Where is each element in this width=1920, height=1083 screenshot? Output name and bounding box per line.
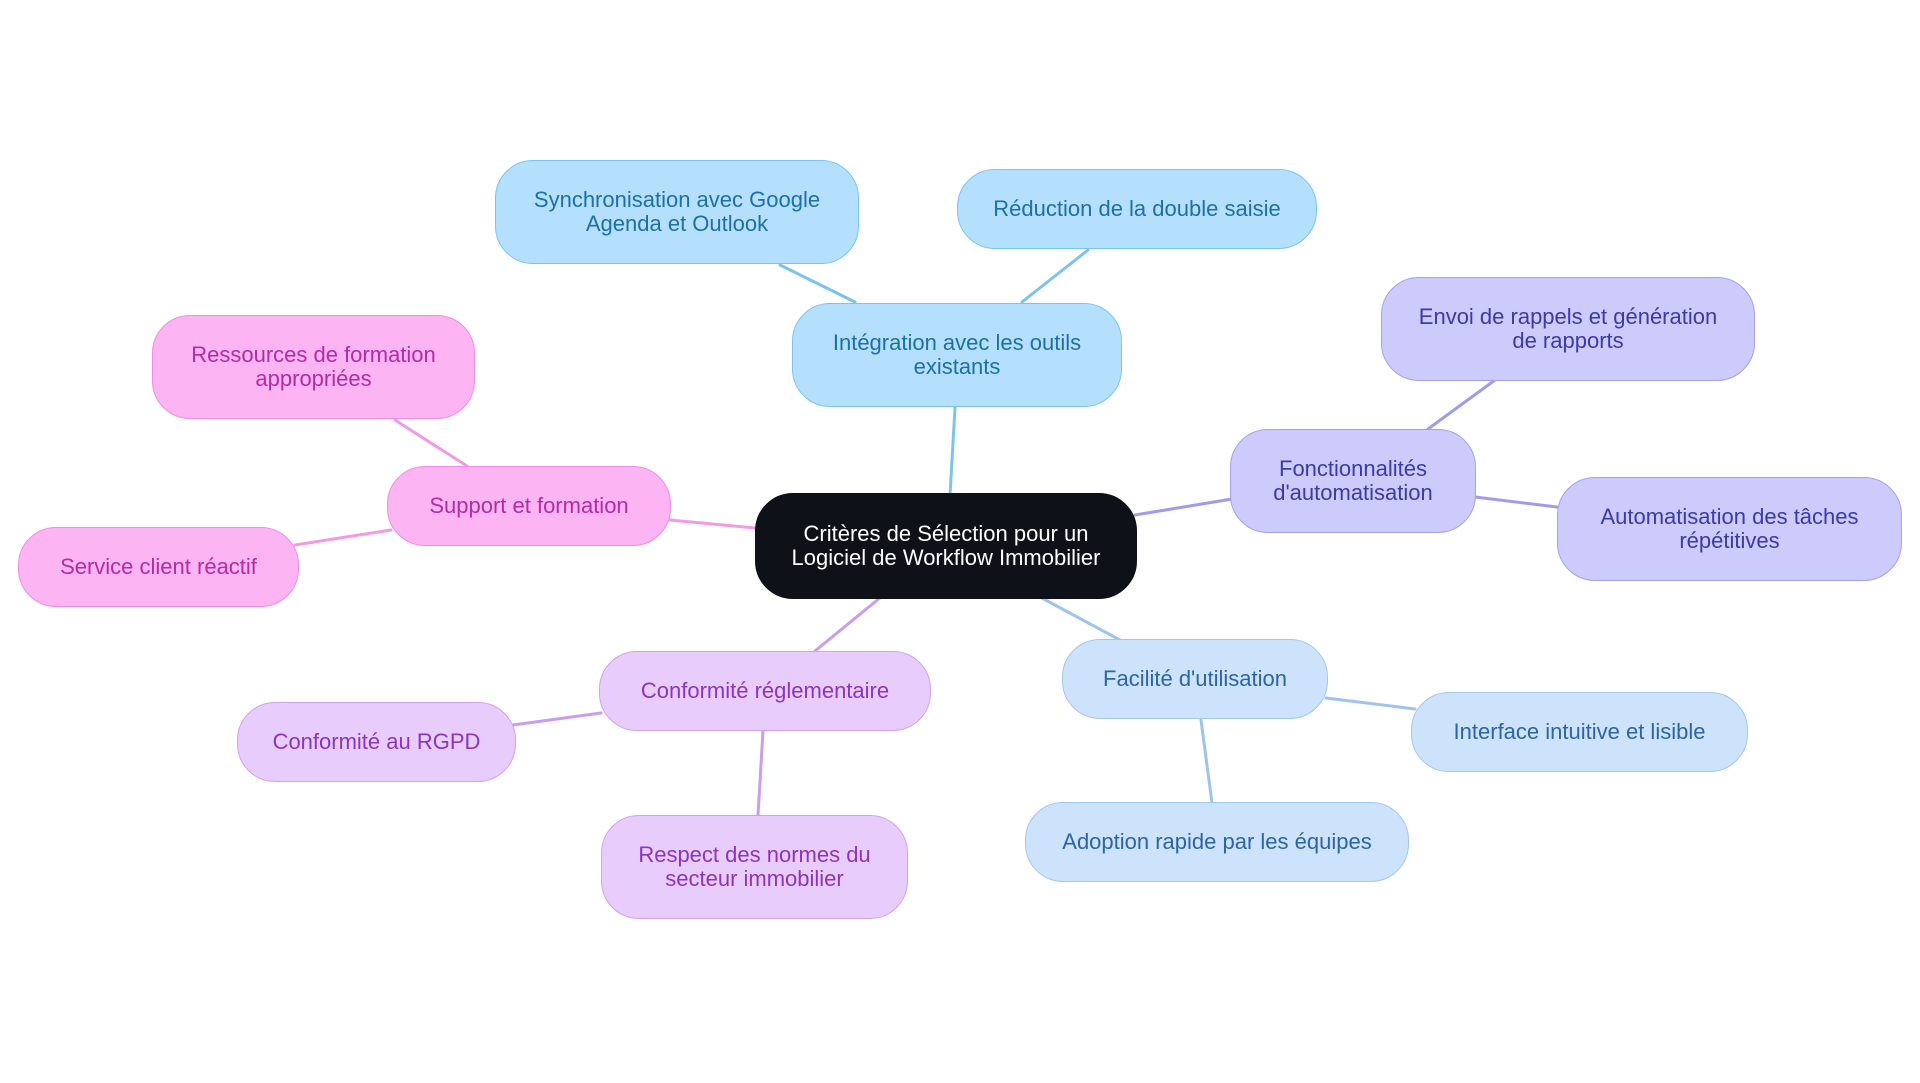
node-ressources-formation-label: Ressources de formation appropriées <box>191 342 436 391</box>
node-adoption-rapide-label: Adoption rapide par les équipes <box>1062 829 1372 854</box>
node-sync-agenda[interactable]: Synchronisation avec Google Agenda et Ou… <box>495 160 859 264</box>
edge-center-automation <box>1133 497 1234 517</box>
node-usability-label: Facilité d'utilisation <box>1103 666 1287 691</box>
node-compliance[interactable]: Conformité réglementaire <box>599 651 931 731</box>
node-double-saisie-label: Réduction de la double saisie <box>993 196 1281 221</box>
node-automation[interactable]: Fonctionnalités d'automatisation <box>1230 429 1476 533</box>
edge-compliance-rgpd <box>511 711 603 727</box>
node-rappels-rapports-label: Envoi de rappels et génération de rappor… <box>1418 304 1718 353</box>
edge-support-ressources <box>393 418 469 468</box>
node-service-client-label: Service client réactif <box>60 554 257 579</box>
edge-support-service <box>293 528 393 547</box>
edge-integration-sync <box>778 263 857 304</box>
node-integration-label: Intégration avec les outils existants <box>832 330 1082 379</box>
edge-center-compliance <box>813 595 883 653</box>
node-support-label: Support et formation <box>429 493 629 518</box>
node-adoption-rapide[interactable]: Adoption rapide par les équipes <box>1025 802 1409 882</box>
node-compliance-label: Conformité réglementaire <box>640 678 890 703</box>
node-taches-repetitives[interactable]: Automatisation des tâches répétitives <box>1557 477 1902 581</box>
node-double-saisie[interactable]: Réduction de la double saisie <box>957 169 1317 249</box>
node-interface-intuitive[interactable]: Interface intuitive et lisible <box>1411 692 1748 772</box>
node-ressources-formation[interactable]: Ressources de formation appropriées <box>152 315 475 419</box>
node-sync-agenda-label: Synchronisation avec Google Agenda et Ou… <box>533 187 821 236</box>
node-automation-label: Fonctionnalités d'automatisation <box>1273 456 1433 505</box>
edge-compliance-normes <box>756 729 765 817</box>
node-normes-secteur[interactable]: Respect des normes du secteur immobilier <box>601 815 908 919</box>
node-service-client[interactable]: Service client réactif <box>18 527 299 607</box>
edge-usability-interface <box>1324 696 1417 711</box>
node-integration[interactable]: Intégration avec les outils existants <box>792 303 1122 407</box>
central-node-label: Critères de Sélection pour un Logiciel d… <box>791 521 1101 570</box>
node-rgpd-label: Conformité au RGPD <box>272 729 481 754</box>
edge-automation-taches <box>1473 495 1559 509</box>
node-taches-repetitives-label: Automatisation des tâches répétitives <box>1600 504 1859 553</box>
node-support[interactable]: Support et formation <box>387 466 671 546</box>
central-node[interactable]: Critères de Sélection pour un Logiciel d… <box>755 493 1137 599</box>
edge-center-usability <box>1038 595 1122 642</box>
edge-center-support <box>668 518 757 530</box>
node-usability[interactable]: Facilité d'utilisation <box>1062 639 1328 719</box>
edge-usability-adoption <box>1199 718 1214 805</box>
edge-center-integration <box>948 406 957 497</box>
node-rgpd[interactable]: Conformité au RGPD <box>237 702 516 782</box>
node-normes-secteur-label: Respect des normes du secteur immobilier <box>638 842 871 891</box>
edge-integration-double <box>1020 248 1090 304</box>
edge-automation-rappels <box>1426 378 1497 431</box>
node-interface-intuitive-label: Interface intuitive et lisible <box>1453 719 1706 744</box>
node-rappels-rapports[interactable]: Envoi de rappels et génération de rappor… <box>1381 277 1755 381</box>
